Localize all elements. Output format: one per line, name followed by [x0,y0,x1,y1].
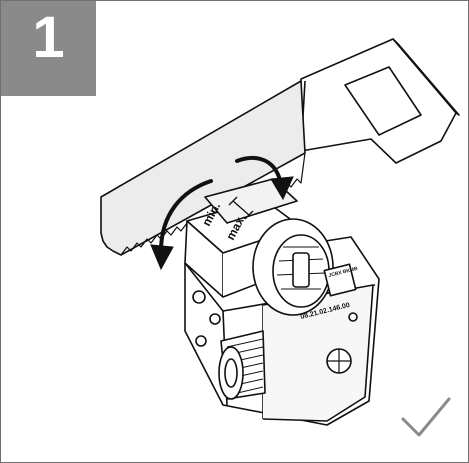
spindle-cylinder [184,178,357,316]
arrow-down-left-icon [150,244,174,271]
handsaw-icon [100,38,460,256]
step-badge: 1 [1,1,96,96]
checkmark-icon [401,397,451,437]
step-number: 1 [32,5,65,70]
arrow-down-right-icon [270,176,294,201]
min-max-marker [228,196,254,220]
